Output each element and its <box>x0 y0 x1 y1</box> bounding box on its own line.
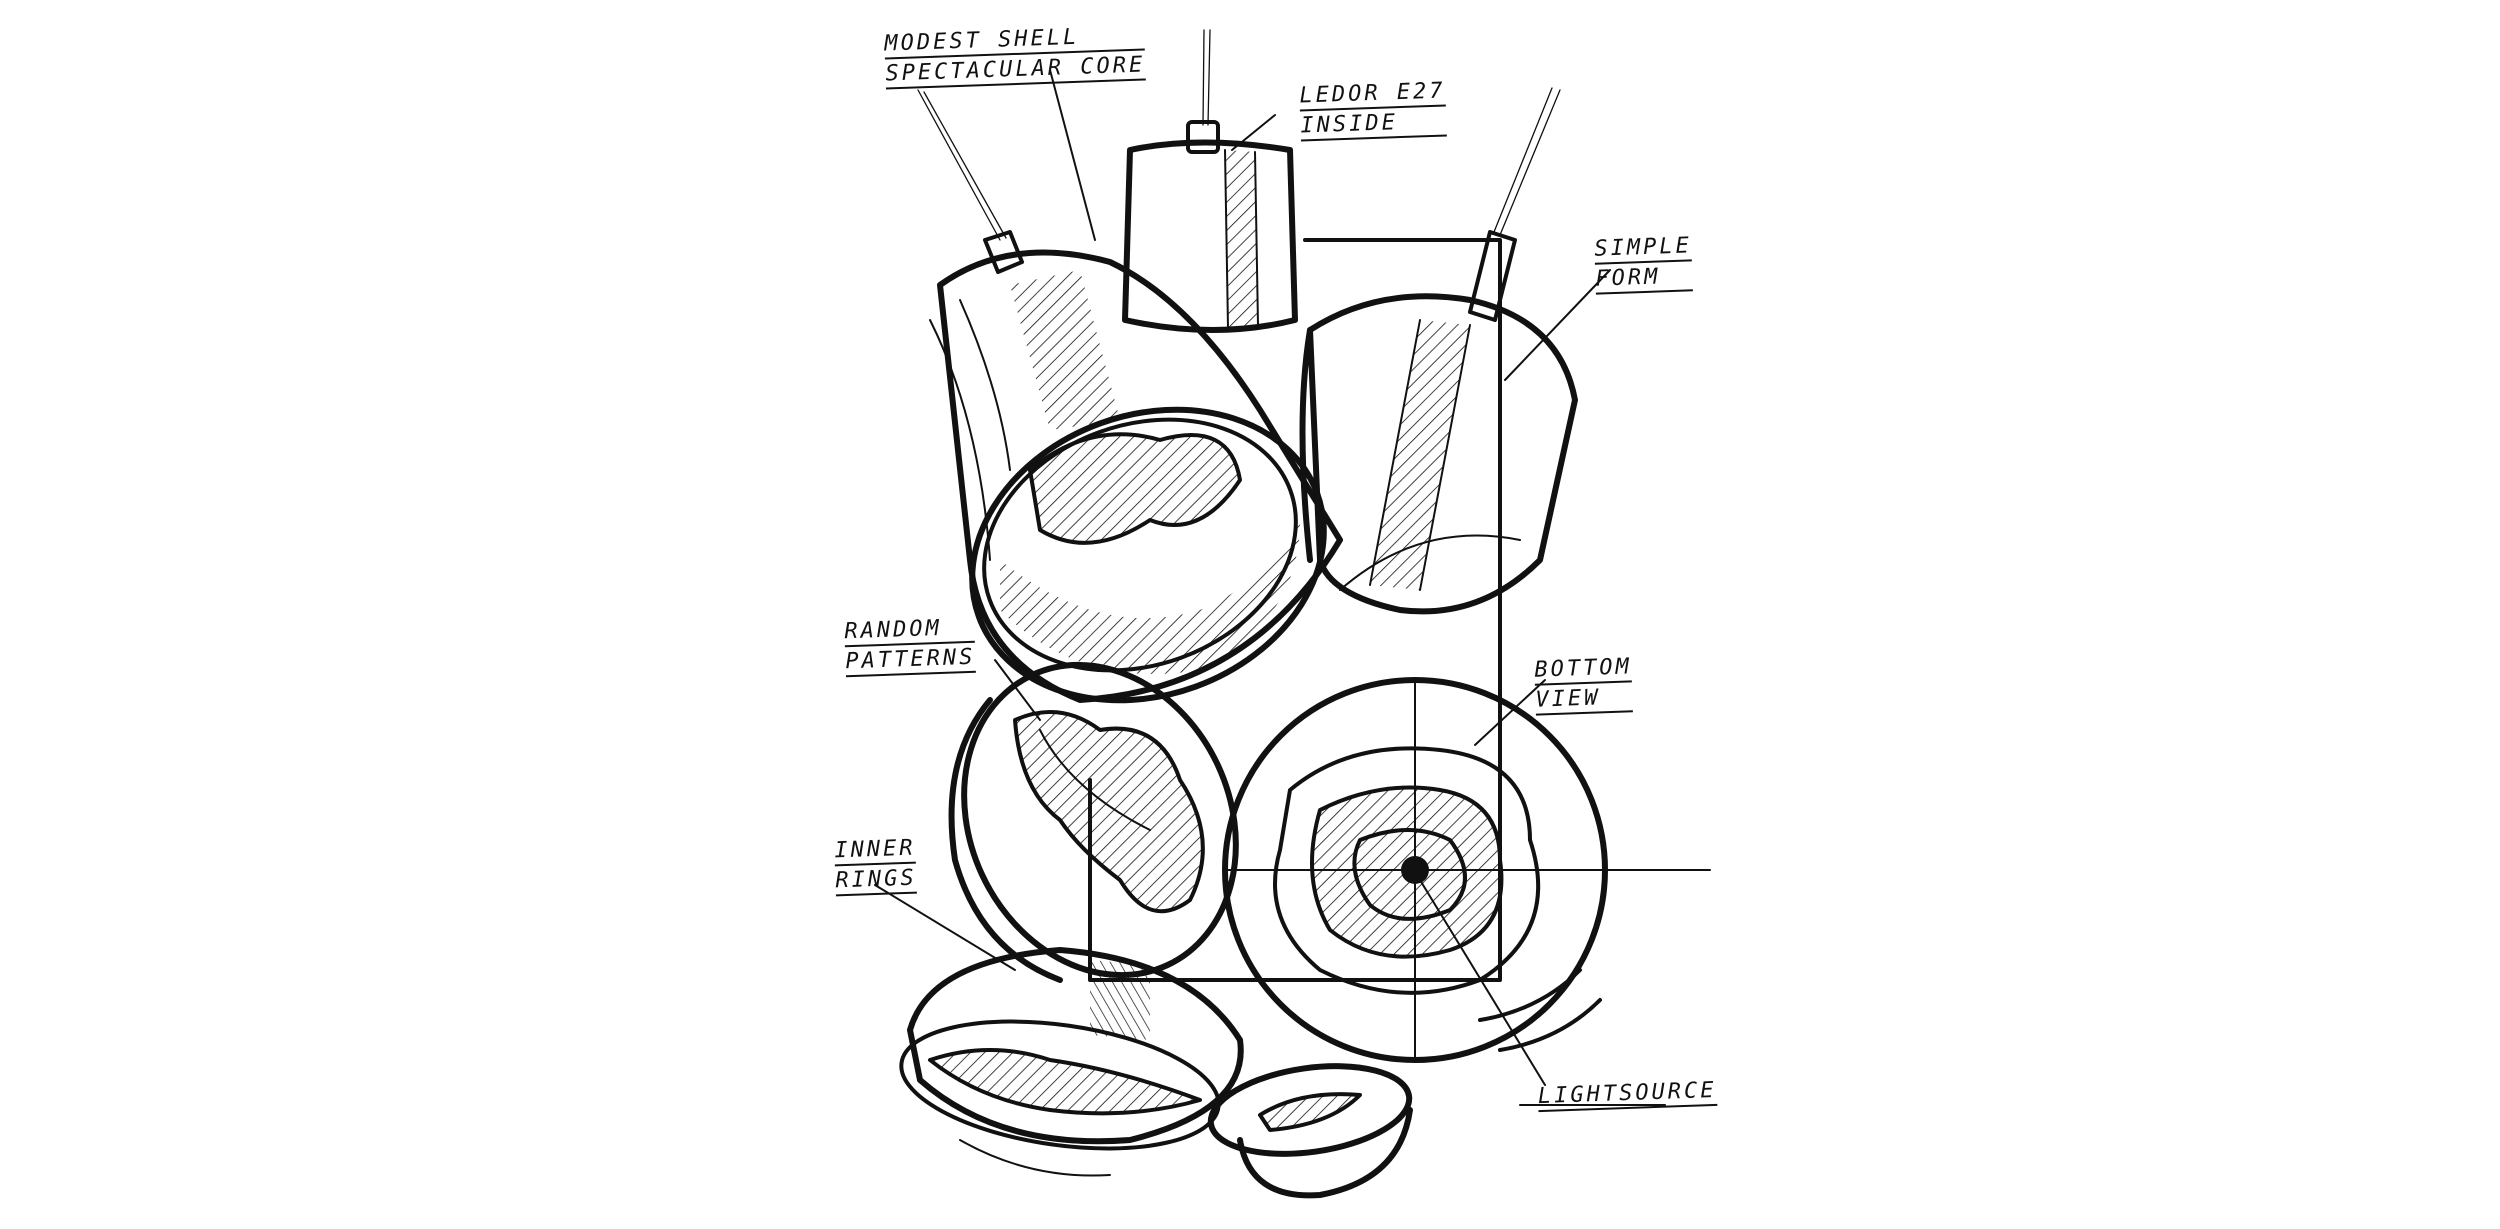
annotation-modest-shell: MODEST SHELL SPECTACULAR CORE <box>884 23 1146 92</box>
background-frame <box>1088 238 1502 982</box>
annotation-line: LEDOR E27 <box>1299 78 1447 112</box>
annotation-line: INNER <box>834 836 917 867</box>
annotation-line: FORM <box>1595 264 1694 295</box>
annotation-bottom-view: BOTTOM VIEW <box>1534 654 1634 718</box>
suspension-cords <box>917 29 1561 241</box>
annotation-line: LIGHTSOURCE <box>1537 1078 1718 1113</box>
small-bottom-ring-lamp <box>1207 1063 1413 1199</box>
annotation-inner-rings: INNER RINGS <box>834 836 918 900</box>
lower-left-ring-lamp <box>899 947 1244 1177</box>
annotation-line: SPECTACULAR CORE <box>885 52 1146 90</box>
annotation-line: SIMPLE <box>1594 233 1693 265</box>
annotation-ledor-e27: LEDOR E27 INSIDE <box>1299 78 1448 144</box>
annotation-line: INSIDE <box>1300 109 1448 142</box>
upper-right-pendant-lamp <box>1299 230 1578 615</box>
annotation-random-patterns: RANDOM PATTERNS <box>844 615 976 680</box>
annotation-line: VIEW <box>1535 685 1634 716</box>
annotation-line: BOTTOM <box>1534 654 1633 686</box>
top-pendant-lamp <box>1122 120 1298 333</box>
annotation-line: RANDOM <box>844 615 975 648</box>
middle-left-ring-lamp <box>948 661 1239 983</box>
annotation-line: RINGS <box>835 866 918 897</box>
bottom-view-lamp <box>1222 677 1711 1063</box>
upper-left-pendant-lamp <box>929 230 1343 704</box>
annotation-leaders <box>874 69 1666 1106</box>
annotation-simple-form: SIMPLE FORM <box>1594 233 1694 297</box>
annotation-line: PATTERNS <box>845 645 976 678</box>
annotation-lightsource: LIGHTSOURCE <box>1537 1078 1718 1115</box>
